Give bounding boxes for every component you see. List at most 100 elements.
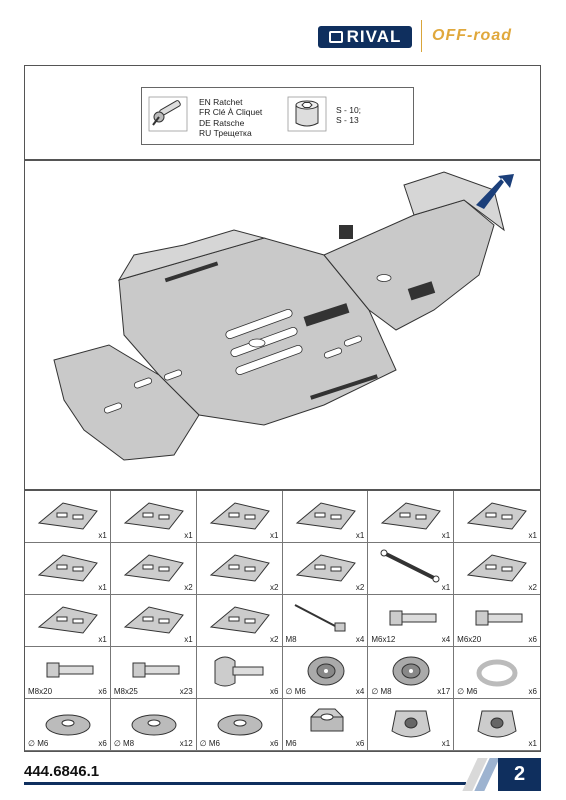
part-cell: x1 [282,491,369,543]
frame-bracket-icon [37,606,98,634]
part-label: M6x12 [371,635,396,644]
part-cell: M6 x6 [282,699,369,751]
front-skid-plate [53,344,200,461]
flat-bracket-icon [295,554,356,582]
part-quantity: x1 [441,531,451,540]
ratchet-label-de: DE Ratsche [199,117,245,128]
part-quantity: x1 [528,739,537,748]
part-quantity: x1 [184,531,193,540]
threaded-rod-icon [294,604,345,632]
part-number: 444.6846.1 [24,763,100,780]
part-cell: x1 [368,543,455,595]
washer-icon [45,714,91,736]
part-quantity: x6 [270,739,279,748]
part-quantity: x1 [528,531,537,540]
footer-rule [24,782,466,785]
part-cell: x6 [196,647,283,699]
skid-plate-front-icon [37,502,98,530]
part-quantity: x2 [528,583,537,592]
part-label: M8x25 [113,687,138,696]
part-quantity: x1 [441,583,451,592]
part-quantity: x2 [184,583,193,592]
part-label: M8x20 [28,687,53,696]
socket-size-10: S - 10; [336,105,362,115]
part-cell: x1 [368,699,455,751]
part-cell: x2 [110,543,197,595]
part-quantity: x2 [270,583,279,592]
part-quantity: x4 [355,687,365,696]
ratchet-icon [148,96,188,132]
part-cell: x1 [454,699,540,751]
part-quantity: x6 [270,687,279,696]
part-quantity: x2 [270,635,279,644]
part-cell: x1 [368,491,455,543]
part-label: M6 [285,739,297,748]
part-cell: M6x20 x6 [454,595,540,647]
hex-nut-icon [309,708,344,732]
part-label: ∅ M6 [28,739,49,748]
part-quantity: x6 [528,687,537,696]
part-quantity: x6 [528,635,537,644]
part-quantity: x1 [98,583,107,592]
curved-bracket-icon [123,606,184,634]
page-number: 2 [498,758,541,791]
part-cell: x1 [25,543,111,595]
spring-washer-icon [476,659,518,687]
part-quantity: x1 [98,531,107,540]
offroad-logo: OFF-road [432,27,512,44]
part-cell: x2 [282,543,369,595]
logo-divider [421,20,422,52]
part-cell: x1 [25,491,111,543]
bolt-icon [46,662,94,678]
bent-bracket-icon [209,554,270,582]
part-cell: x1 [196,491,283,543]
bolt-icon [132,662,180,678]
part-cell: x1 [110,595,197,647]
part-quantity: x1 [98,635,107,644]
bushing-mount-icon [391,710,431,738]
part-cell: x1 [110,491,197,543]
rear-guard-plate-icon [466,502,528,530]
rival-emblem-icon [328,31,343,43]
skid-plate-side-icon [123,502,184,530]
rival-logo: RIVAL [318,26,412,48]
ratchet-labels: EN Ratchet FR Clé À Cliquet DE Ratsche R… [199,97,262,139]
socket-icon [287,96,327,132]
side-raised-plate [117,229,266,281]
part-quantity: x2 [355,583,365,592]
ratchet-label-en: EN Ratchet [199,97,243,107]
part-cell: x2 [196,543,283,595]
corner-plate-icon [37,554,98,582]
clip-bracket-icon [209,606,270,634]
socket-sizes: S - 10; S - 13 [336,105,361,126]
bushing-mount-icon [477,710,517,738]
a-arm-guard-left-icon [295,502,356,530]
part-label: ∅ M8 [113,739,135,748]
skid-plate-assembly-illustration [53,171,514,461]
part-quantity: x23 [179,687,193,696]
part-cell: M8x25 x23 [110,647,197,699]
part-quantity: x6 [355,739,365,748]
part-quantity: x1 [355,531,365,540]
part-quantity: x17 [437,687,451,696]
mount-strip-icon [123,554,184,582]
part-label: ∅ M8 [371,687,392,696]
nut-insert-icon [307,656,344,686]
washer-icon [131,714,177,736]
washer-icon [217,714,263,736]
long-bracket-icon [466,554,528,582]
part-cell: x1 [454,491,540,543]
direction-arrow-icon [476,174,514,209]
part-quantity: x1 [184,635,193,644]
part-label: M6x20 [457,635,482,644]
rod-icon [380,549,440,583]
part-cell: x2 [196,595,283,647]
a-arm-guard [403,171,505,232]
